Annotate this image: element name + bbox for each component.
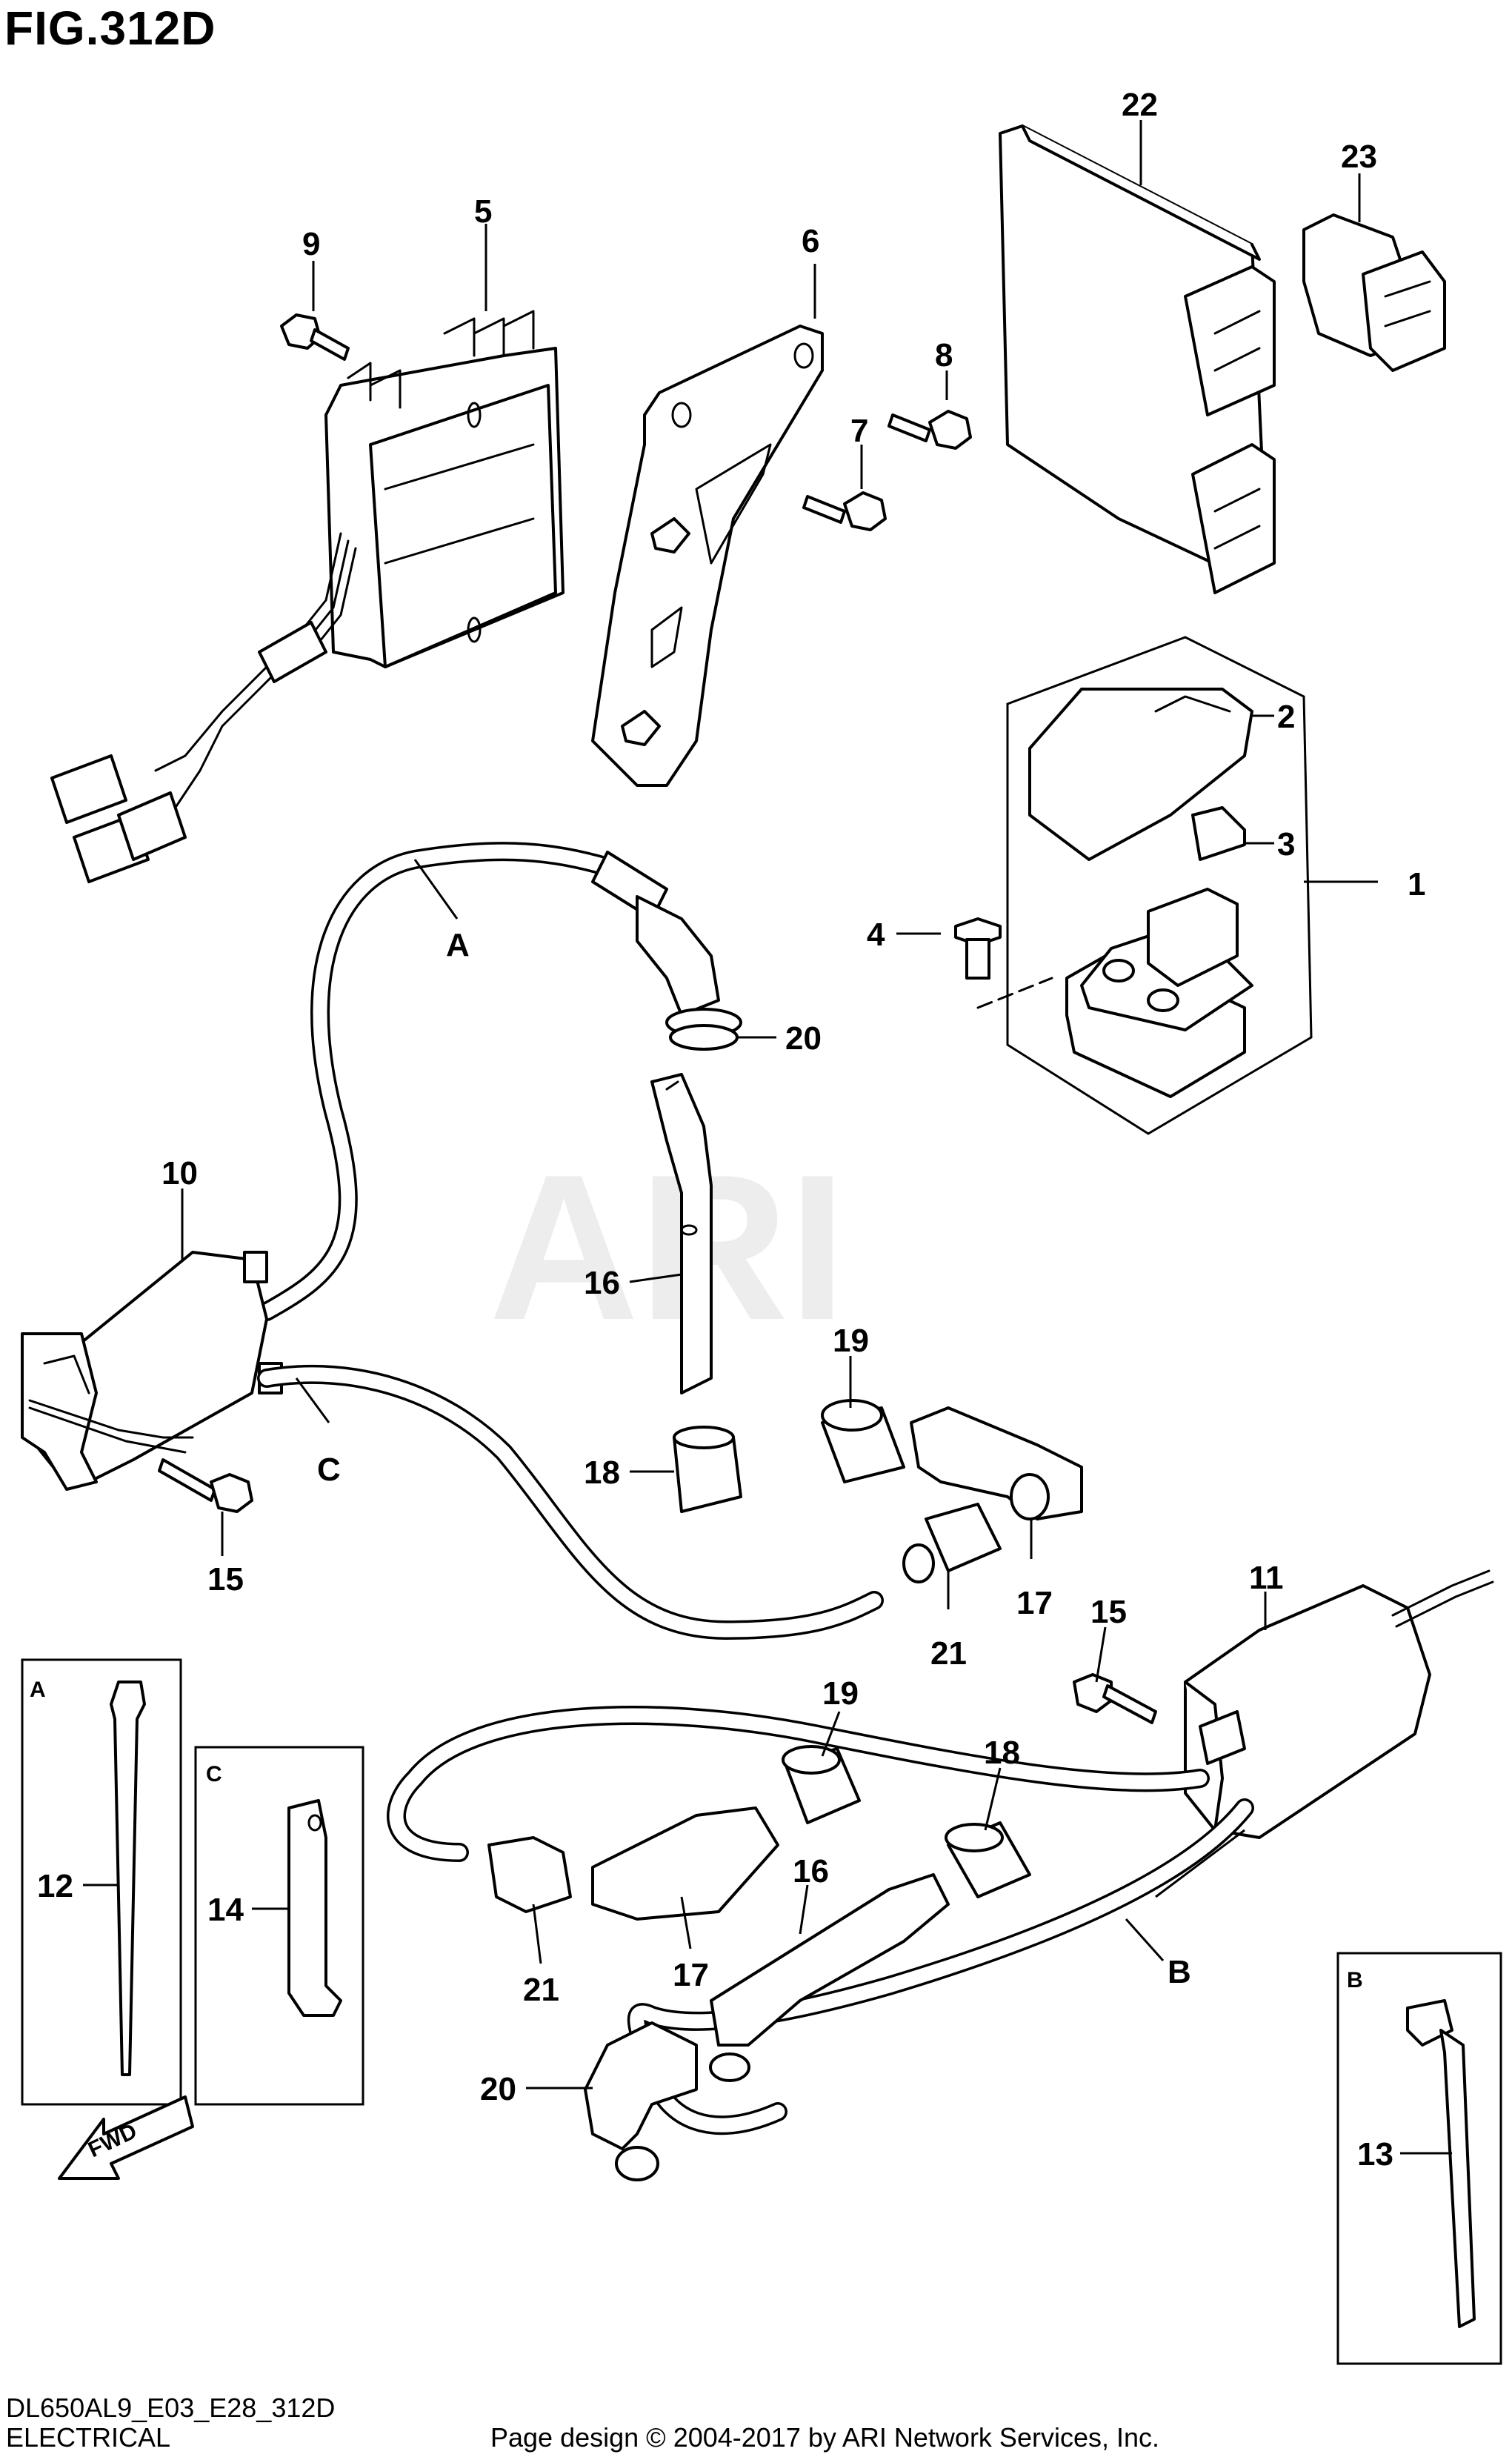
callout-15-left: 15 <box>207 1561 244 1598</box>
seal-18-top <box>673 1426 742 1513</box>
callout-labels: 1 2 3 4 5 6 7 8 9 10 11 12 13 14 15 15 1… <box>37 87 1425 2173</box>
callout-11: 11 <box>1249 1560 1284 1596</box>
plug-cap-20-top <box>636 895 742 1051</box>
seal-19-bottom <box>782 1745 861 1824</box>
callout-ref-c: C <box>317 1452 341 1488</box>
callout-2: 2 <box>1277 699 1295 735</box>
callout-21-bottom: 21 <box>523 1972 559 2008</box>
bolt-7 <box>802 491 887 531</box>
callout-13: 13 <box>1357 2136 1393 2173</box>
inset-b: B <box>1336 1952 1502 2365</box>
plug-tube-16-bottom <box>709 1873 950 2082</box>
callout-9: 9 <box>302 226 320 262</box>
lower-harness-loop <box>387 1706 1254 2135</box>
callout-20-top: 20 <box>785 1020 822 1057</box>
callout-6: 6 <box>802 223 819 259</box>
callout-19-top: 19 <box>833 1323 869 1359</box>
bolt-15-left <box>158 1458 253 1513</box>
callout-16-bottom: 16 <box>793 1853 829 1889</box>
watermark-text: ARI <box>489 1132 846 1363</box>
starter-relay-assembly <box>976 636 1313 1135</box>
bolt-8 <box>887 410 972 450</box>
harness-wire-c <box>257 1364 884 1640</box>
forward-direction-arrow: FWD <box>58 2095 194 2180</box>
inset-c: C <box>194 1746 364 2106</box>
bolt-9 <box>280 313 350 361</box>
callout-20-bottom: 20 <box>480 2071 516 2107</box>
callout-4: 4 <box>867 917 885 953</box>
harness-wire-b <box>1155 1829 1245 1898</box>
connector-23 <box>1302 213 1446 372</box>
cap-17-bottom <box>591 1806 779 1921</box>
callout-ref-a: A <box>446 927 470 963</box>
callout-ref-b: B <box>1168 1954 1191 1990</box>
plug-tube-16-top <box>650 1073 713 1394</box>
callout-12: 12 <box>37 1868 73 1904</box>
ecm-unit-22 <box>999 124 1276 594</box>
callout-3: 3 <box>1277 826 1295 862</box>
callout-15-right: 15 <box>1090 1594 1127 1630</box>
callout-10: 10 <box>161 1155 198 1191</box>
section-name: ELECTRICAL <box>6 2422 171 2453</box>
callout-17-bottom: 17 <box>673 1957 709 1993</box>
plug-cap-20-bottom <box>584 2021 698 2181</box>
callout-19-bottom: 19 <box>822 1675 859 1712</box>
callout-23: 23 <box>1341 139 1377 175</box>
callout-5: 5 <box>474 193 492 230</box>
inset-b-letter: B <box>1347 1968 1363 1992</box>
callout-16-top: 16 <box>584 1265 620 1301</box>
callout-7: 7 <box>850 413 868 449</box>
callout-21-top: 21 <box>930 1635 967 1672</box>
callout-22: 22 <box>1122 87 1158 123</box>
callout-18-bottom: 18 <box>984 1735 1020 1771</box>
inset-a-letter: A <box>30 1678 46 1702</box>
seal-19-top <box>821 1399 905 1483</box>
model-code: DL650AL9_E03_E28_312D <box>6 2393 336 2423</box>
regulator-rectifier <box>50 310 564 883</box>
ignition-coil-10 <box>21 1251 283 1491</box>
screw-4 <box>954 917 1002 980</box>
inset-c-letter: C <box>206 1762 222 1786</box>
callout-8: 8 <box>935 337 953 373</box>
leader-lines <box>83 120 1452 2155</box>
callout-18-top: 18 <box>584 1455 620 1491</box>
grommet-21-top <box>902 1503 1002 1583</box>
bolt-15-right <box>1073 1673 1157 1724</box>
inset-a: A <box>21 1658 182 2106</box>
copyright-notice: Page design © 2004-2017 by ARI Network S… <box>490 2422 1160 2453</box>
ignition-coil-11 <box>1184 1569 1494 1839</box>
bracket-6 <box>591 325 824 787</box>
callout-17-top: 17 <box>1016 1585 1053 1621</box>
seal-18-bottom <box>945 1821 1031 1898</box>
figure-title: FIG.312D <box>4 1 216 55</box>
callout-14: 14 <box>207 1892 244 1928</box>
grommet-21-bottom <box>487 1836 572 1913</box>
cap-17-top <box>910 1406 1083 1520</box>
callout-1: 1 <box>1408 866 1425 902</box>
